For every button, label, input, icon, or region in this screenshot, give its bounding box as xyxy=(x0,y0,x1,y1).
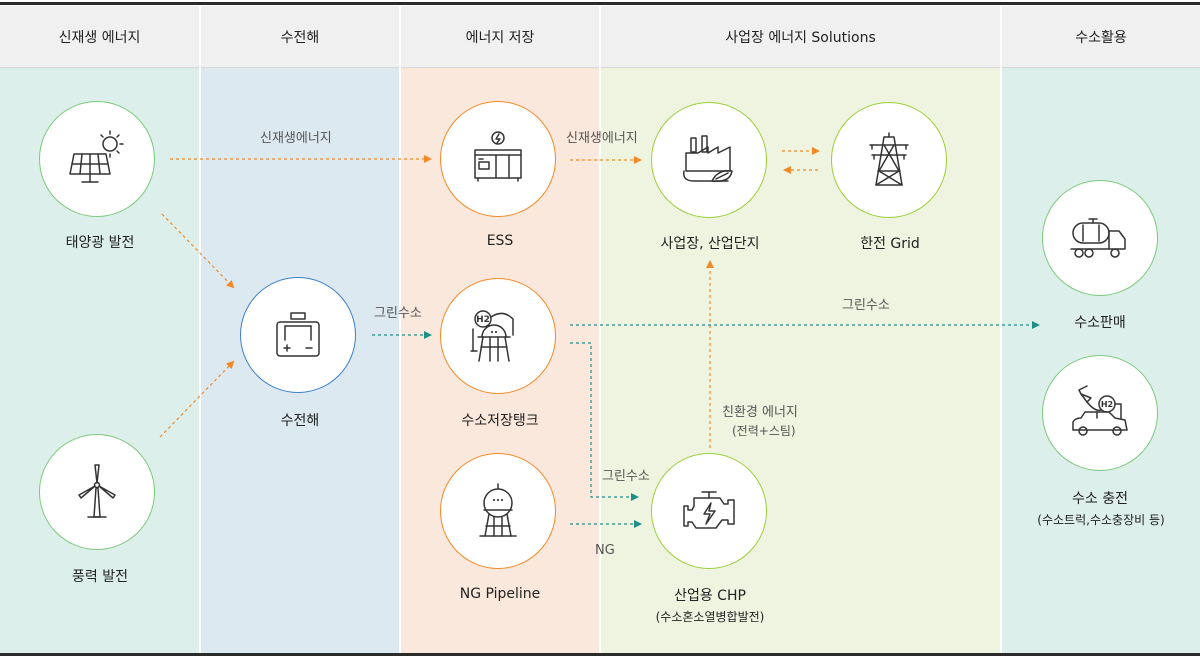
node-ng-pipeline-label: NG Pipeline xyxy=(459,586,541,602)
svg-text:H2: H2 xyxy=(1101,400,1113,409)
factory-icon xyxy=(682,135,733,183)
node-chp xyxy=(651,453,767,569)
node-solar-label: 태양광 발전 xyxy=(65,235,135,251)
arrow-label-renewable: 신재생에너지 xyxy=(566,131,638,146)
node-ess-label: ESS xyxy=(486,233,514,249)
node-wind xyxy=(39,434,155,550)
arrow-label-renewable: 신재생에너지 xyxy=(260,131,332,146)
header-electrolysis: 수전해 xyxy=(201,6,399,68)
node-h2charge: H2 xyxy=(1042,355,1158,471)
column-separator xyxy=(599,6,601,653)
header-renewable: 신재생 에너지 xyxy=(0,6,199,68)
node-solar xyxy=(39,101,155,217)
header-hydrogen-use: 수소활용 xyxy=(1002,6,1200,68)
solar-panel-icon xyxy=(69,130,124,183)
node-ng-pipeline xyxy=(440,453,556,569)
node-electrolysis-label: 수전해 xyxy=(280,413,320,429)
svg-text:H2: H2 xyxy=(476,315,490,325)
arrow-label-eco-energy-detail: (전력+스팀) xyxy=(732,424,796,438)
header-storage: 에너지 저장 xyxy=(401,6,599,68)
node-h2tank: H2 xyxy=(440,278,556,394)
ess-cabinet-icon xyxy=(474,131,522,182)
gas-tank-icon xyxy=(479,483,517,537)
hydrogen-car-icon: H2 xyxy=(1072,385,1128,436)
node-chp-sublabel: (수소혼소열병합발전) xyxy=(655,610,765,624)
bottom-rule xyxy=(0,653,1200,656)
top-rule xyxy=(0,2,1200,5)
node-grid xyxy=(831,102,947,218)
battery-icon xyxy=(276,312,320,357)
arrow-label-green-hydrogen: 그린수소 xyxy=(842,298,890,313)
arrow-h2tank-to-chp xyxy=(570,342,639,501)
power-tower-icon xyxy=(869,132,909,186)
engine-icon xyxy=(683,491,735,529)
arrow-label-green-hydrogen: 그린수소 xyxy=(374,306,422,321)
column-separator xyxy=(1000,6,1002,653)
node-h2sale-label: 수소판매 xyxy=(1074,315,1126,331)
node-industrial-label: 사업장, 산업단지 xyxy=(660,236,760,252)
wind-turbine-icon xyxy=(78,464,116,518)
node-wind-label: 풍력 발전 xyxy=(72,569,128,585)
column-separator xyxy=(199,6,201,653)
hydrogen-tank-icon: H2 xyxy=(470,310,514,362)
arrow-solar-to-electrolysis xyxy=(161,213,235,289)
node-h2sale xyxy=(1042,180,1158,296)
arrow-label-green-hydrogen: 그린수소 xyxy=(602,469,650,484)
node-h2tank-label: 수소저장탱크 xyxy=(461,413,539,429)
arrow-label-ng: NG xyxy=(595,543,615,558)
node-grid-label: 한전 Grid xyxy=(860,236,920,252)
header-solutions: 사업장 에너지 Solutions xyxy=(601,6,1000,68)
node-h2charge-sublabel: (수소트럭,수소충장비 등) xyxy=(1037,513,1165,527)
arrow-label-eco-energy: 친환경 에너지 xyxy=(722,405,798,420)
node-ess xyxy=(440,101,556,217)
tanker-truck-icon xyxy=(1070,218,1126,258)
node-industrial xyxy=(651,102,767,218)
node-electrolysis xyxy=(240,277,356,393)
node-h2charge-label: 수소 충전 xyxy=(1072,491,1128,507)
node-chp-label: 산업용 CHP xyxy=(674,588,746,604)
column-separator xyxy=(399,6,401,653)
